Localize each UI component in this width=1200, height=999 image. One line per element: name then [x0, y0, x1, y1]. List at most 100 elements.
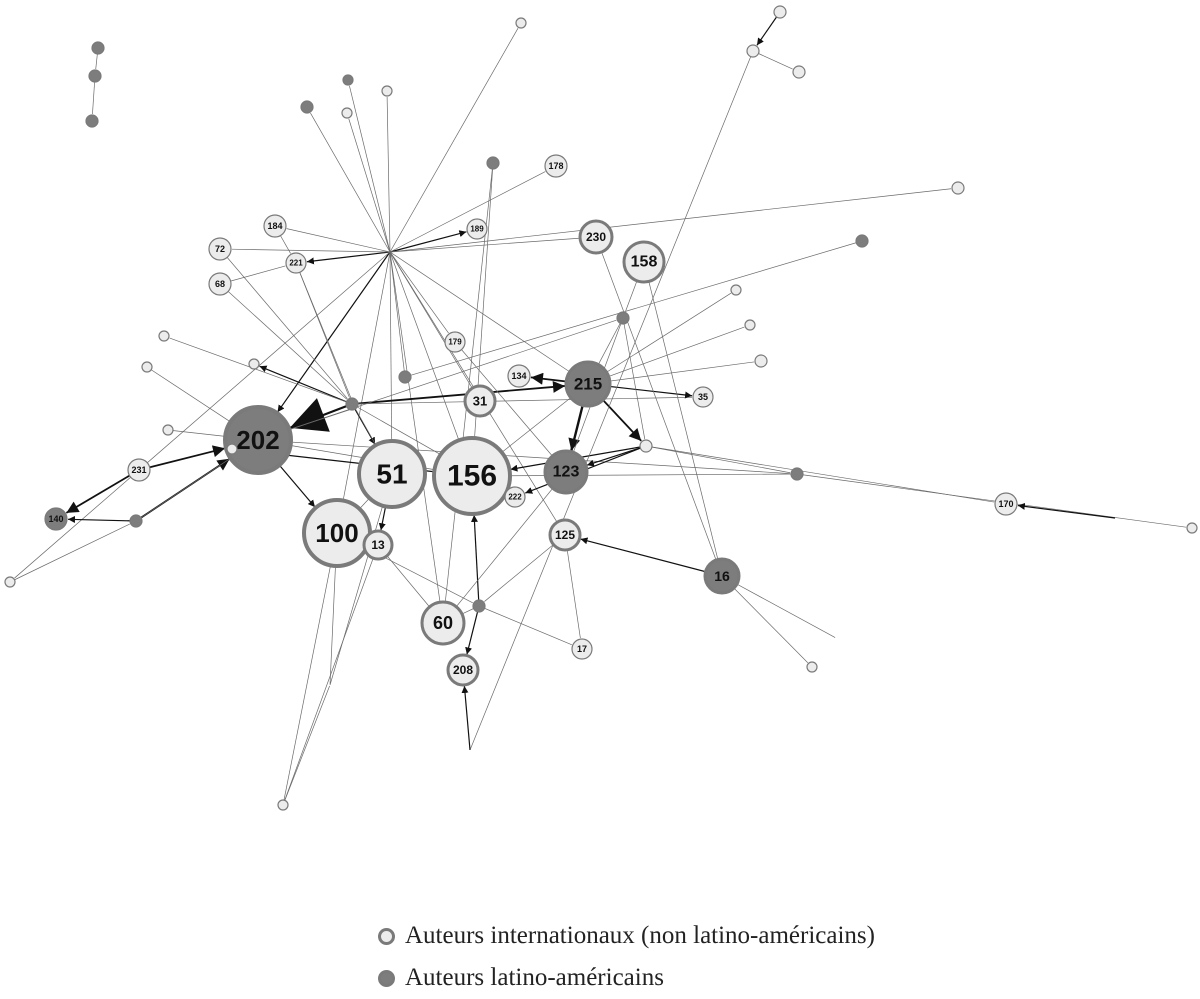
node-s23[interactable]	[744, 319, 756, 331]
node-221[interactable]: 221	[285, 252, 307, 274]
node-s14[interactable]	[248, 358, 260, 370]
node-circle-13[interactable]	[362, 529, 394, 561]
node-208[interactable]: 208	[446, 653, 480, 687]
node-circle-s16[interactable]	[158, 330, 170, 342]
node-circle-s25[interactable]	[790, 467, 804, 481]
node-156[interactable]: 156	[432, 436, 512, 516]
node-circle-s37[interactable]	[806, 661, 818, 673]
node-184[interactable]: 184	[263, 214, 287, 238]
node-circle-s28[interactable]	[472, 599, 486, 613]
node-circle-s23[interactable]	[744, 319, 756, 331]
node-circle-156[interactable]	[432, 436, 512, 516]
node-s27[interactable]	[226, 443, 238, 455]
node-s17[interactable]	[162, 424, 174, 436]
node-circle-202[interactable]	[223, 405, 293, 475]
node-s12[interactable]	[300, 100, 314, 114]
node-circle-s29[interactable]	[277, 799, 289, 811]
node-31[interactable]: 31	[463, 384, 497, 418]
node-231[interactable]: 231	[127, 458, 151, 482]
node-circle-s20[interactable]	[129, 514, 143, 528]
node-60[interactable]: 60	[420, 600, 466, 646]
node-circle-s13[interactable]	[345, 397, 359, 411]
node-circle-s24[interactable]	[754, 354, 768, 368]
node-s7[interactable]	[515, 17, 527, 29]
node-s11[interactable]	[951, 181, 965, 195]
node-circle-s7[interactable]	[515, 17, 527, 29]
node-140[interactable]: 140	[44, 507, 68, 531]
node-s3[interactable]	[85, 114, 99, 128]
node-circle-123[interactable]	[543, 449, 589, 495]
node-s26[interactable]	[486, 156, 500, 170]
node-s6[interactable]	[792, 65, 806, 79]
node-circle-68[interactable]	[208, 272, 232, 296]
node-circle-221[interactable]	[285, 252, 307, 274]
node-circle-s8[interactable]	[342, 74, 354, 86]
node-179[interactable]: 179	[444, 331, 466, 353]
node-circle-31[interactable]	[463, 384, 497, 418]
node-68[interactable]: 68	[208, 272, 232, 296]
node-178[interactable]: 178	[544, 154, 568, 178]
node-222[interactable]: 222	[504, 486, 526, 508]
node-circle-17[interactable]	[571, 638, 593, 660]
node-circle-s1[interactable]	[91, 41, 105, 55]
node-17[interactable]: 17	[571, 638, 593, 660]
node-circle-230[interactable]	[578, 219, 614, 255]
node-circle-189[interactable]	[466, 218, 488, 240]
node-s34[interactable]	[1186, 522, 1198, 534]
node-circle-s17[interactable]	[162, 424, 174, 436]
node-s24[interactable]	[754, 354, 768, 368]
node-s22[interactable]	[730, 284, 742, 296]
node-s15[interactable]	[398, 370, 412, 384]
node-s37[interactable]	[806, 661, 818, 673]
node-circle-s22[interactable]	[730, 284, 742, 296]
node-202[interactable]: 202	[223, 405, 293, 475]
node-123[interactable]: 123	[543, 449, 589, 495]
node-circle-s21[interactable]	[639, 439, 653, 453]
node-s21[interactable]	[639, 439, 653, 453]
node-circle-s6[interactable]	[792, 65, 806, 79]
node-s8[interactable]	[342, 74, 354, 86]
node-circle-184[interactable]	[263, 214, 287, 238]
node-circle-170[interactable]	[994, 492, 1018, 516]
node-circle-16[interactable]	[703, 557, 741, 595]
node-circle-134[interactable]	[507, 364, 531, 388]
node-s31[interactable]	[855, 234, 869, 248]
node-circle-60[interactable]	[420, 600, 466, 646]
node-circle-140[interactable]	[44, 507, 68, 531]
node-circle-s14[interactable]	[248, 358, 260, 370]
node-circle-s26[interactable]	[486, 156, 500, 170]
node-s25[interactable]	[790, 467, 804, 481]
node-circle-s18[interactable]	[141, 361, 153, 373]
node-189[interactable]: 189	[466, 218, 488, 240]
node-circle-s11[interactable]	[951, 181, 965, 195]
node-circle-s27[interactable]	[226, 443, 238, 455]
node-circle-s3[interactable]	[85, 114, 99, 128]
node-72[interactable]: 72	[208, 237, 232, 261]
node-100[interactable]: 100	[302, 498, 372, 568]
node-circle-222[interactable]	[504, 486, 526, 508]
node-s1[interactable]	[91, 41, 105, 55]
node-circle-s19[interactable]	[616, 311, 630, 325]
node-s10[interactable]	[341, 107, 353, 119]
node-circle-s2[interactable]	[88, 69, 102, 83]
node-circle-s35[interactable]	[4, 576, 16, 588]
node-circle-215[interactable]	[564, 360, 612, 408]
node-s29[interactable]	[277, 799, 289, 811]
node-s5[interactable]	[746, 44, 760, 58]
node-s16[interactable]	[158, 330, 170, 342]
node-s19[interactable]	[616, 311, 630, 325]
node-circle-125[interactable]	[548, 518, 582, 552]
node-circle-51[interactable]	[357, 439, 427, 509]
node-s28[interactable]	[472, 599, 486, 613]
node-158[interactable]: 158	[622, 240, 666, 284]
node-35[interactable]: 35	[692, 386, 714, 408]
node-circle-158[interactable]	[622, 240, 666, 284]
node-51[interactable]: 51	[357, 439, 427, 509]
node-125[interactable]: 125	[548, 518, 582, 552]
node-circle-s12[interactable]	[300, 100, 314, 114]
node-13[interactable]: 13	[362, 529, 394, 561]
node-230[interactable]: 230	[578, 219, 614, 255]
node-170[interactable]: 170	[994, 492, 1018, 516]
node-circle-s15[interactable]	[398, 370, 412, 384]
node-215[interactable]: 215	[564, 360, 612, 408]
